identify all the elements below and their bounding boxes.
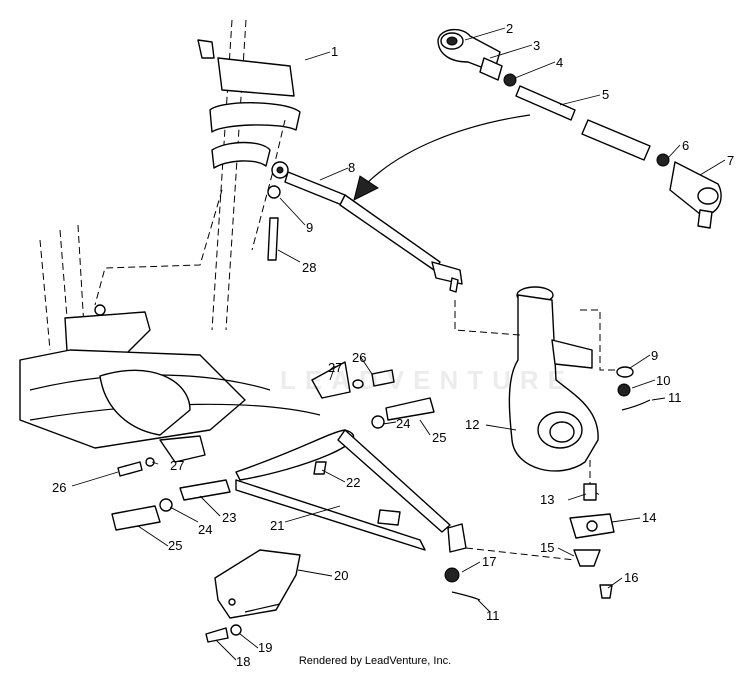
callout-numbers: 1 2 3 4 5 6 7 8 9 28 26 27 9 10 11 12 25… [52, 21, 734, 669]
callout-17: 17 [482, 554, 496, 569]
a-arm [111, 361, 467, 553]
a-arm-guard [205, 549, 301, 643]
steering-column [94, 19, 301, 331]
lower-hardware [444, 547, 576, 601]
assembly-arrow [364, 114, 531, 186]
callout-8: 8 [348, 160, 355, 175]
callout-21: 21 [270, 518, 284, 533]
callout-1: 1 [331, 44, 338, 59]
callout-2: 2 [506, 21, 513, 36]
callout-11-lower: 11 [486, 608, 500, 623]
frame-chassis [19, 224, 321, 463]
steering-knuckle [454, 286, 620, 496]
watermark: LEADVENTURE [280, 365, 575, 395]
tie-rod-exploded [437, 29, 722, 229]
callout-6: 6 [682, 138, 689, 153]
callout-5: 5 [602, 87, 609, 102]
callout-25-upper: 25 [432, 430, 446, 445]
callout-16: 16 [624, 570, 638, 585]
callout-3: 3 [533, 38, 540, 53]
callout-13: 13 [540, 492, 554, 507]
tie-rod-assembled [267, 161, 463, 293]
arrow-head [353, 175, 379, 201]
footer-credit: Rendered by LeadVenture, Inc. [298, 655, 452, 667]
knuckle-hardware [569, 366, 651, 599]
callout-4: 4 [556, 55, 563, 70]
callout-23: 23 [222, 510, 236, 525]
callout-7: 7 [727, 153, 734, 168]
callout-24-upper: 24 [396, 416, 410, 431]
callout-11-upper: 11 [668, 390, 682, 405]
callout-25-lower: 25 [168, 538, 182, 553]
callout-27-lower: 27 [170, 458, 184, 473]
callout-10: 10 [656, 373, 670, 388]
callout-14: 14 [642, 510, 656, 525]
leader-lines [71, 27, 726, 661]
callout-18: 18 [236, 654, 250, 669]
callout-26-upper: 26 [352, 350, 366, 365]
callout-19: 19 [258, 640, 272, 655]
callout-26-lower: 26 [52, 480, 66, 495]
callout-9-right: 9 [651, 348, 658, 363]
callout-27-upper: 27 [328, 360, 342, 375]
callout-15: 15 [540, 540, 554, 555]
callout-22: 22 [346, 475, 360, 490]
callout-20: 20 [334, 568, 348, 583]
callout-24-lower: 24 [198, 522, 212, 537]
callout-28: 28 [302, 260, 316, 275]
callout-12: 12 [465, 417, 479, 432]
callout-9-upper: 9 [306, 220, 313, 235]
